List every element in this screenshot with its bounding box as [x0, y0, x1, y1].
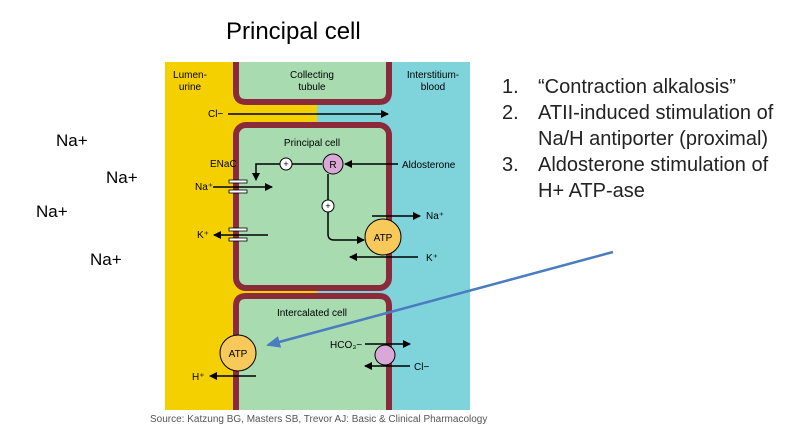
receptor-circle [322, 153, 344, 175]
tubule-cell [233, 62, 392, 105]
interstitium-label-line1: Interstitium- [407, 70, 459, 81]
k-out-label: K⁺ [197, 230, 209, 241]
receptor-to-atp-arrow [327, 174, 365, 244]
na-label-1: Na+ [56, 131, 88, 150]
intercalated-cell-label: Intercalated cell [277, 308, 347, 319]
tubule-label-line1: Collecting [290, 70, 334, 81]
principal-cell [233, 122, 392, 291]
intercalated-cell [233, 293, 392, 410]
atp-label-1: ATP [374, 233, 393, 244]
enac-label: ENaC [210, 159, 237, 170]
k-channel-top [228, 227, 248, 232]
receptor-to-enac-arrow [252, 163, 322, 181]
cl-top-label: Cl− [208, 109, 223, 120]
pointer-arrow [266, 250, 614, 348]
na-right-label: Na⁺ [426, 211, 444, 222]
slide-title: Principal cell [226, 18, 361, 45]
cl-bottom-label: Cl− [414, 362, 429, 373]
list-item-number: 1. [502, 76, 519, 98]
list-item-text: “Contraction alkalosis” [538, 76, 736, 98]
k-channel-bottom [228, 237, 248, 242]
list-item: 2. ATII-induced stimulation of Na/H antip… [502, 100, 782, 152]
list-item-text: ATII-induced stimulation of Na/H antipor… [538, 102, 774, 150]
h-plus-label: H⁺ [192, 372, 205, 383]
plus-1-label: + [283, 159, 288, 169]
h-atpase [219, 334, 257, 372]
atp-label-2: ATP [229, 349, 248, 360]
enac-channel-bottom [228, 189, 248, 194]
plus-circle-2 [321, 199, 335, 213]
na-k-atpase [364, 218, 402, 256]
list-item: 1. “Contraction alkalosis” [502, 74, 782, 100]
k-right-label: K⁺ [426, 253, 438, 264]
list-item-number: 3. [502, 154, 519, 176]
aldosterone-label: Aldosterone [402, 160, 456, 171]
lumen-label-line1: Lumen- [173, 70, 207, 81]
lumen-label-line2: urine [179, 82, 202, 93]
na-in-label: Na⁺ [195, 182, 213, 193]
list-item-text: Aldosterone stimulation of H+ ATP-ase [538, 154, 769, 202]
plus-2-label: + [325, 201, 330, 211]
source-citation: Source: Katzung BG, Masters SB, Trevor A… [150, 414, 488, 425]
list-item-number: 2. [502, 102, 519, 124]
plus-circle-1 [279, 157, 293, 171]
tubule-label-line2: tubule [298, 82, 326, 93]
list-item: 3. Aldosterone stimulation of H+ ATP-ase [502, 152, 782, 204]
interstitium-label-line2: blood [421, 82, 445, 93]
receptor-label: R [329, 160, 336, 171]
hco3-label: HCO₃− [330, 340, 362, 351]
principal-cell-label: Principal cell [284, 138, 340, 149]
hco3-cl-exchanger [374, 344, 396, 366]
na-label-4: Na+ [90, 250, 122, 269]
mechanism-list: 1. “Contraction alkalosis” 2. ATII-induced… [502, 74, 782, 204]
na-label-2: Na+ [106, 168, 138, 187]
na-label-3: Na+ [36, 202, 68, 221]
enac-channel-top [228, 179, 248, 184]
